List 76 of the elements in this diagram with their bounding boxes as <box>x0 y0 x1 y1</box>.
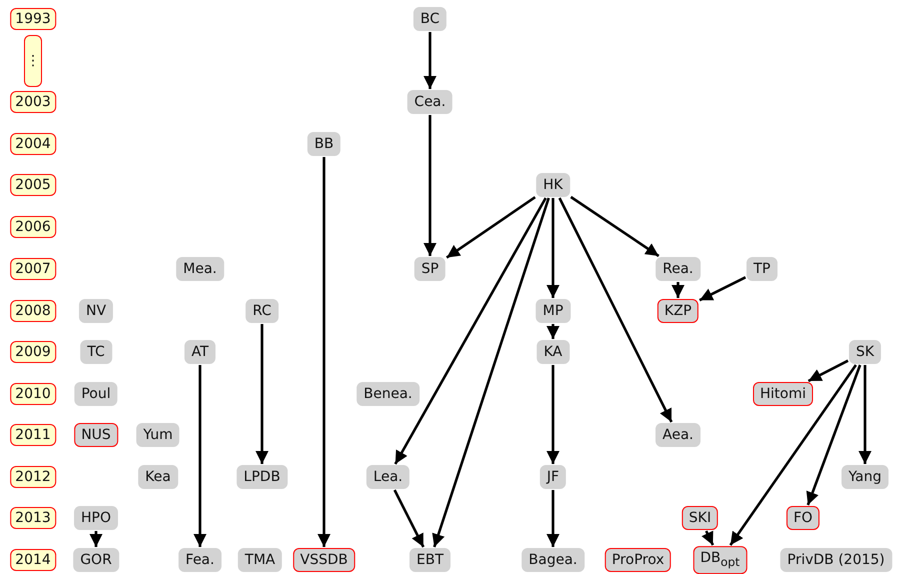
method-tag: Kea <box>138 465 178 489</box>
method-tag: HK <box>536 173 570 197</box>
arrow <box>446 196 536 259</box>
method-tag: PrivDB (2015) <box>780 548 892 572</box>
arrow <box>699 276 746 302</box>
highlighted-method-tag: ProProx <box>604 548 672 572</box>
method-tag: TMA <box>238 548 282 572</box>
method-tag: EBT <box>410 548 450 572</box>
year-tag: 1993 <box>10 8 56 30</box>
year-tag: 2010 <box>10 383 56 405</box>
method-tag: Mea. <box>176 257 224 281</box>
method-tag: LPDB <box>236 465 288 489</box>
year-tag: 2003 <box>10 91 56 113</box>
arrow <box>672 282 684 298</box>
year-tag: 2012 <box>10 466 56 488</box>
year-tag: 2005 <box>10 174 56 196</box>
arrow <box>432 198 550 548</box>
method-tag: GOR <box>73 548 119 572</box>
method-tag: Lea. <box>366 465 410 489</box>
method-tag: AT <box>184 340 216 364</box>
arrow <box>194 365 206 547</box>
arrow <box>808 360 849 382</box>
arrow <box>546 365 560 464</box>
method-tag: Yang <box>842 465 888 489</box>
arrow <box>701 530 714 546</box>
method-tag: Benea. <box>356 382 420 406</box>
arrow <box>256 324 268 464</box>
method-tag: RC <box>246 299 278 323</box>
arrow <box>546 324 560 339</box>
method-tag: NV <box>78 299 114 323</box>
method-tag: TP <box>746 257 778 281</box>
method-tag: Fea. <box>178 548 222 572</box>
method-tag: Cea. <box>407 90 453 114</box>
method-tag: JF <box>540 465 566 489</box>
method-tag: TC <box>80 340 112 364</box>
highlighted-method-tag: VSSDB <box>293 548 355 572</box>
arrow <box>729 364 857 546</box>
year-tag: 2014 <box>10 549 56 571</box>
method-tag: BB <box>307 132 341 156</box>
arrow <box>393 489 425 548</box>
highlighted-method-tag: KZP <box>657 299 699 323</box>
arrow <box>394 197 547 465</box>
arrow <box>558 197 673 423</box>
arrow <box>858 365 872 464</box>
highlighted-method-tag: Hitomi <box>753 382 813 406</box>
method-tag: BC <box>413 7 447 31</box>
method-tag: Aea. <box>656 423 700 447</box>
year-tag: 2008 <box>10 300 56 322</box>
year-tag: 2007 <box>10 258 56 280</box>
method-tag: SP <box>414 257 446 281</box>
highlighted-method-tag: FO <box>786 506 820 530</box>
highlighted-method-tag: SKI <box>682 506 718 530</box>
method-tag: HPO <box>74 506 118 530</box>
arrow <box>806 364 862 506</box>
method-tag: Yum <box>136 423 180 447</box>
method-tag: SK <box>848 340 882 364</box>
year-tag: 2009 <box>10 341 56 363</box>
method-tag: Rea. <box>656 257 700 281</box>
arrow <box>424 115 436 256</box>
highlighted-method-tag: NUS <box>74 423 118 447</box>
ellipsis-tag: ⋮ <box>24 35 42 87</box>
method-tag: Poul <box>74 382 118 406</box>
arrow <box>546 198 560 298</box>
method-tag: Bagea. <box>522 548 584 572</box>
year-tag: 2006 <box>10 216 56 238</box>
arrow <box>318 157 330 547</box>
year-tag: 2013 <box>10 507 56 529</box>
highlighted-method-tag: DB$_{opt}$ <box>693 546 747 574</box>
method-tag: KA <box>536 340 570 364</box>
year-tag: 2004 <box>10 133 56 155</box>
arrow <box>546 490 560 547</box>
year-tag: 2011 <box>10 424 56 446</box>
arrow <box>90 531 102 547</box>
arrow <box>424 32 436 89</box>
arrow <box>570 196 660 258</box>
method-tag: MP <box>536 299 570 323</box>
